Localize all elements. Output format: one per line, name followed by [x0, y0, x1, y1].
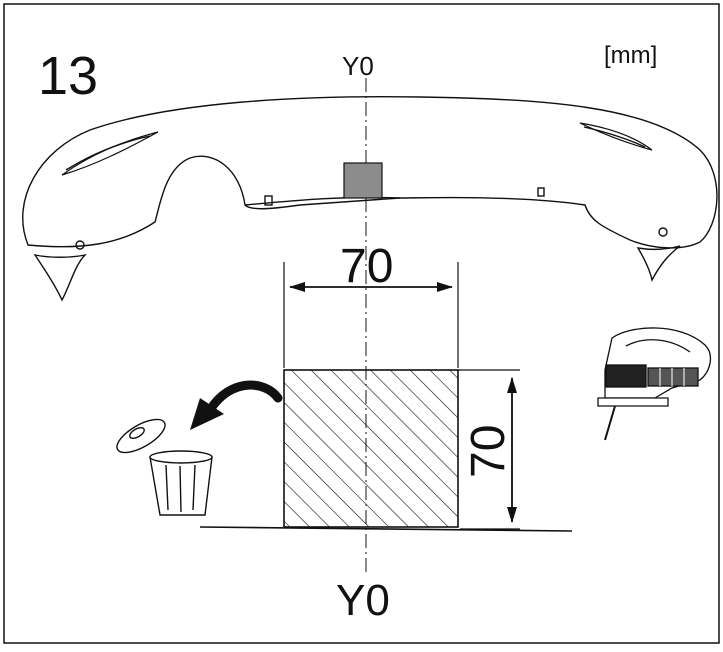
- mount-block: [343, 162, 383, 199]
- step-number: 13: [38, 46, 98, 106]
- axis-label-bottom: Y0: [336, 576, 390, 625]
- figure-frame: [3, 3, 720, 644]
- width-dimension: [283, 262, 459, 368]
- jigsaw-icon: [597, 327, 712, 441]
- cut-area: [283, 369, 459, 528]
- trash-can-icon: [116, 418, 213, 516]
- ground-line: [199, 526, 573, 532]
- cut-width-label: 70: [340, 240, 393, 293]
- height-dimension: [458, 369, 520, 530]
- mower-body-outline: [22, 95, 718, 302]
- curved-arrow-icon: [190, 380, 283, 430]
- cut-height-label: 70: [462, 425, 515, 478]
- unit-label: [mm]: [604, 42, 657, 69]
- axis-label-top: Y0: [342, 51, 374, 81]
